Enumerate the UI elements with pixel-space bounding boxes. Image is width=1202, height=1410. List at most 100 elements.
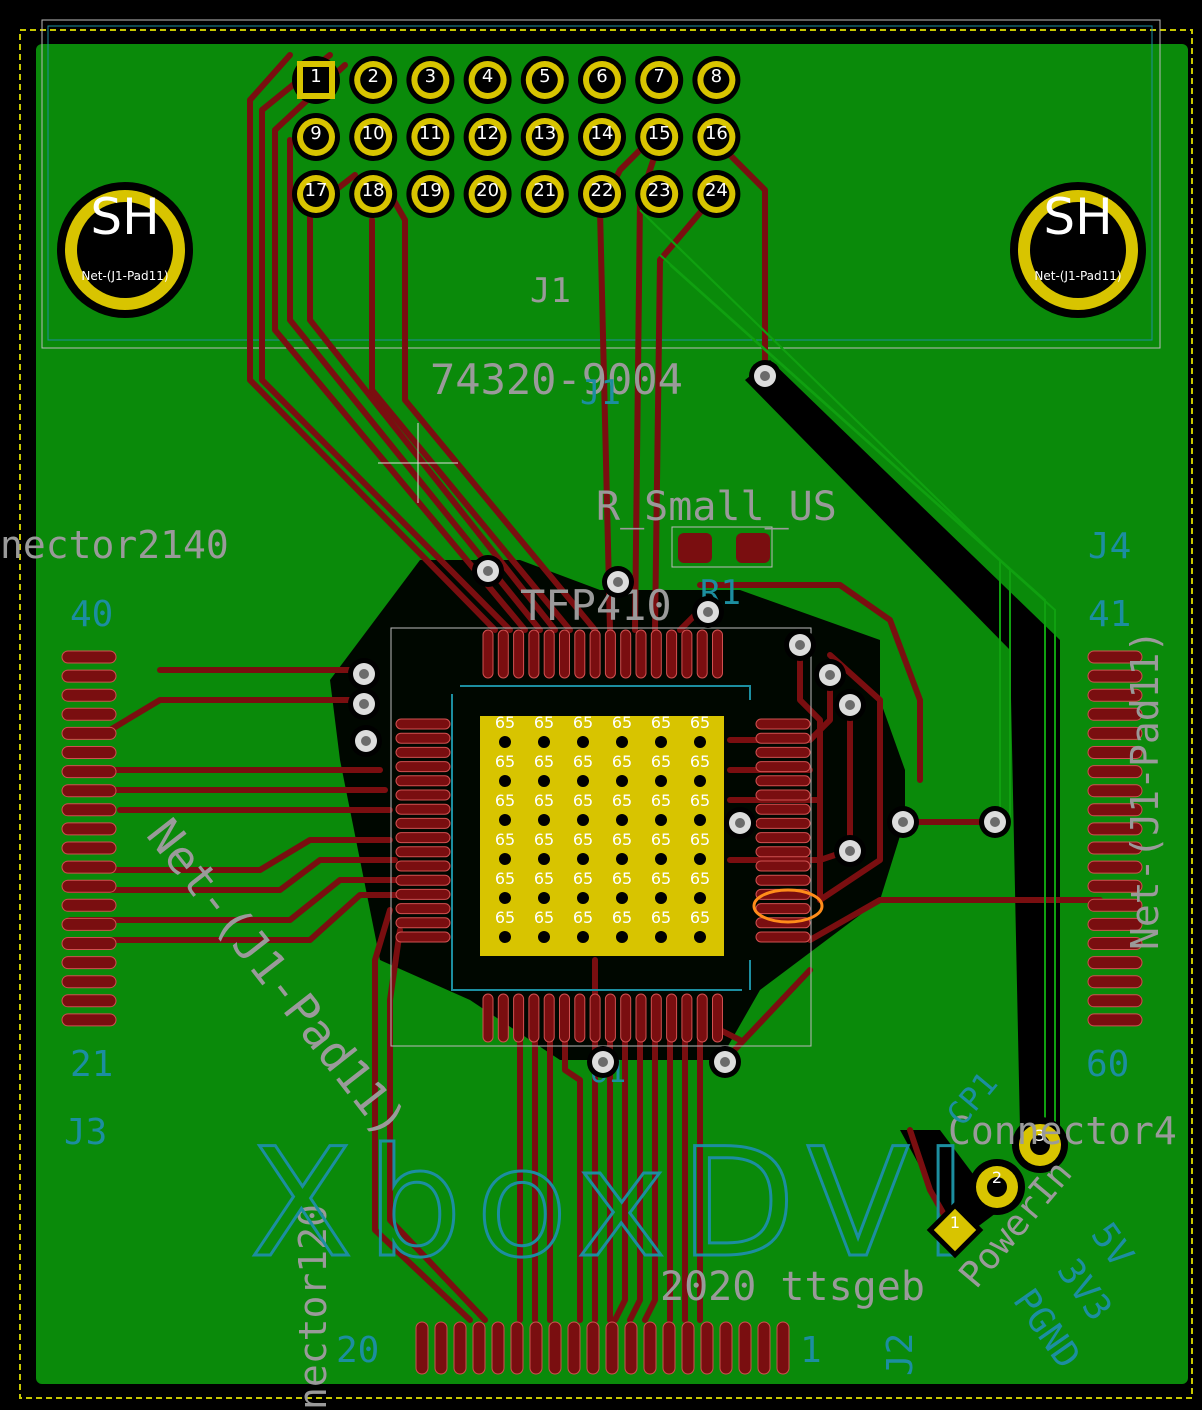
j2-pad[interactable] xyxy=(529,1321,543,1375)
j1-pin-5[interactable]: 5 xyxy=(520,56,569,104)
u1-pad-bottom[interactable] xyxy=(528,993,540,1043)
j4-pad[interactable] xyxy=(1087,746,1143,759)
u1-pad-bottom[interactable] xyxy=(574,993,586,1043)
j1-pin-12[interactable]: 12 xyxy=(463,113,512,161)
u1-pad-top[interactable] xyxy=(712,629,723,679)
u1-pad-right[interactable] xyxy=(755,903,811,915)
j4-pad[interactable] xyxy=(1087,879,1143,893)
u1-pad-left[interactable] xyxy=(395,746,451,758)
u1-pad-top[interactable] xyxy=(513,629,525,679)
u1-pad-bottom[interactable] xyxy=(681,993,693,1043)
u1-pad-left[interactable] xyxy=(395,931,451,943)
u1-pad-top[interactable] xyxy=(635,629,647,679)
j1-pin-8[interactable]: 8 xyxy=(692,56,741,104)
j4-pad[interactable] xyxy=(1087,803,1143,817)
u1-pad-right[interactable] xyxy=(755,803,811,815)
j3-pad[interactable] xyxy=(61,746,117,759)
u1-pad-bottom[interactable] xyxy=(604,993,616,1043)
j4-pad[interactable] xyxy=(1087,784,1143,798)
j2-pad[interactable] xyxy=(434,1321,448,1375)
j1-pin-2[interactable]: 2 xyxy=(349,56,398,104)
j3-pad[interactable] xyxy=(61,822,117,836)
u1-pad-top[interactable] xyxy=(650,629,662,679)
j1-pin-17[interactable]: 17 xyxy=(292,170,340,218)
j1-pin-20[interactable]: 20 xyxy=(463,170,512,218)
j3-connector[interactable]: nector2140 40 21 J3 xyxy=(0,523,229,1153)
u1-pad-top[interactable] xyxy=(620,629,632,679)
j4-pad[interactable] xyxy=(1087,765,1143,779)
j2-connector[interactable]: nector120 20 1 J2 xyxy=(291,1204,921,1410)
u1-pad-right[interactable] xyxy=(755,732,811,744)
u1-pad-left[interactable] xyxy=(395,888,451,900)
u1-pad-left[interactable] xyxy=(395,846,451,858)
j3-pad[interactable] xyxy=(61,1013,117,1027)
u1-pad-top[interactable] xyxy=(666,629,678,679)
j3-pad[interactable] xyxy=(61,841,117,855)
j3-pad[interactable] xyxy=(61,765,117,779)
u1-pad-right[interactable] xyxy=(755,874,811,886)
u1-pad-top[interactable] xyxy=(681,629,693,679)
j3-pad[interactable] xyxy=(61,860,117,874)
j3-pad[interactable] xyxy=(61,784,117,798)
j3-pad[interactable] xyxy=(61,937,117,950)
u1-pad-left[interactable] xyxy=(395,860,451,872)
j2-pad[interactable] xyxy=(472,1321,486,1375)
u1-pad-right[interactable] xyxy=(755,746,811,758)
j3-pad[interactable] xyxy=(61,803,117,817)
j3-pad[interactable] xyxy=(61,994,117,1008)
u1-pad-top[interactable] xyxy=(589,629,601,679)
j3-pad[interactable] xyxy=(61,688,117,702)
u1-pad-right[interactable] xyxy=(755,817,811,829)
j4-pad[interactable] xyxy=(1087,650,1143,664)
j1-pin-11[interactable]: 11 xyxy=(406,113,455,161)
j4-pad[interactable] xyxy=(1087,707,1143,721)
j1-pin-16[interactable]: 16 xyxy=(692,113,741,161)
u1-pad-top[interactable] xyxy=(543,629,555,679)
j4-connector[interactable]: J4 41 60 Net-(J1-Pad11) xyxy=(1086,526,1167,1085)
u1-pad-right[interactable] xyxy=(755,718,811,730)
j1-pin-18[interactable]: 18 xyxy=(349,170,398,218)
j1-pin-14[interactable]: 14 xyxy=(578,113,626,161)
u1-pad-top[interactable] xyxy=(559,629,570,679)
u1-pad-top[interactable] xyxy=(528,629,540,679)
u1-pad-bottom[interactable] xyxy=(650,993,662,1043)
u1-pad-top[interactable] xyxy=(497,629,509,679)
u1-pad-right[interactable] xyxy=(755,931,811,943)
u1-pad-bottom[interactable] xyxy=(513,993,525,1043)
j4-pad[interactable] xyxy=(1087,898,1143,912)
j2-pad[interactable] xyxy=(567,1321,581,1375)
j1-shield-right[interactable]: SH Net-(J1-Pad11) xyxy=(1010,182,1146,318)
u1-pad-left[interactable] xyxy=(395,775,451,787)
j2-pad[interactable] xyxy=(776,1321,790,1375)
j4-pad[interactable] xyxy=(1087,917,1143,931)
j1-pin-19[interactable]: 19 xyxy=(406,170,455,218)
u1-pad-left[interactable] xyxy=(395,903,451,915)
u1-pad-left[interactable] xyxy=(395,832,451,844)
u1-pad-top[interactable] xyxy=(574,629,586,679)
j3-pad[interactable] xyxy=(61,650,117,664)
u1-pad-left[interactable] xyxy=(395,718,451,730)
j1-pin-24[interactable]: 24 xyxy=(692,170,741,218)
j4-pad[interactable] xyxy=(1087,726,1143,740)
j2-pad[interactable] xyxy=(548,1321,562,1375)
j3-pad[interactable] xyxy=(61,669,117,683)
u1-pad-bottom[interactable] xyxy=(589,993,601,1043)
j3-pad[interactable] xyxy=(61,707,117,721)
u1-pad-right[interactable] xyxy=(755,846,811,858)
j2-pad[interactable] xyxy=(605,1321,619,1375)
u1-pad-top[interactable] xyxy=(604,629,616,679)
j1-pin-4[interactable]: 4 xyxy=(463,56,512,104)
j4-pad[interactable] xyxy=(1087,1013,1143,1027)
j4-pad[interactable] xyxy=(1087,994,1143,1008)
j3-pad[interactable] xyxy=(61,917,117,931)
j2-pad[interactable] xyxy=(586,1321,600,1375)
j1-pin-22[interactable]: 22 xyxy=(578,170,626,218)
u1-pad-left[interactable] xyxy=(395,732,451,744)
j2-pad[interactable] xyxy=(643,1321,657,1375)
j4-pad[interactable] xyxy=(1087,860,1143,874)
u1-pad-bottom[interactable] xyxy=(696,993,708,1043)
j4-pad[interactable] xyxy=(1087,937,1143,950)
j2-pad[interactable] xyxy=(681,1321,695,1375)
j2-pad[interactable] xyxy=(453,1321,467,1375)
j1-pin-23[interactable]: 23 xyxy=(635,170,684,218)
